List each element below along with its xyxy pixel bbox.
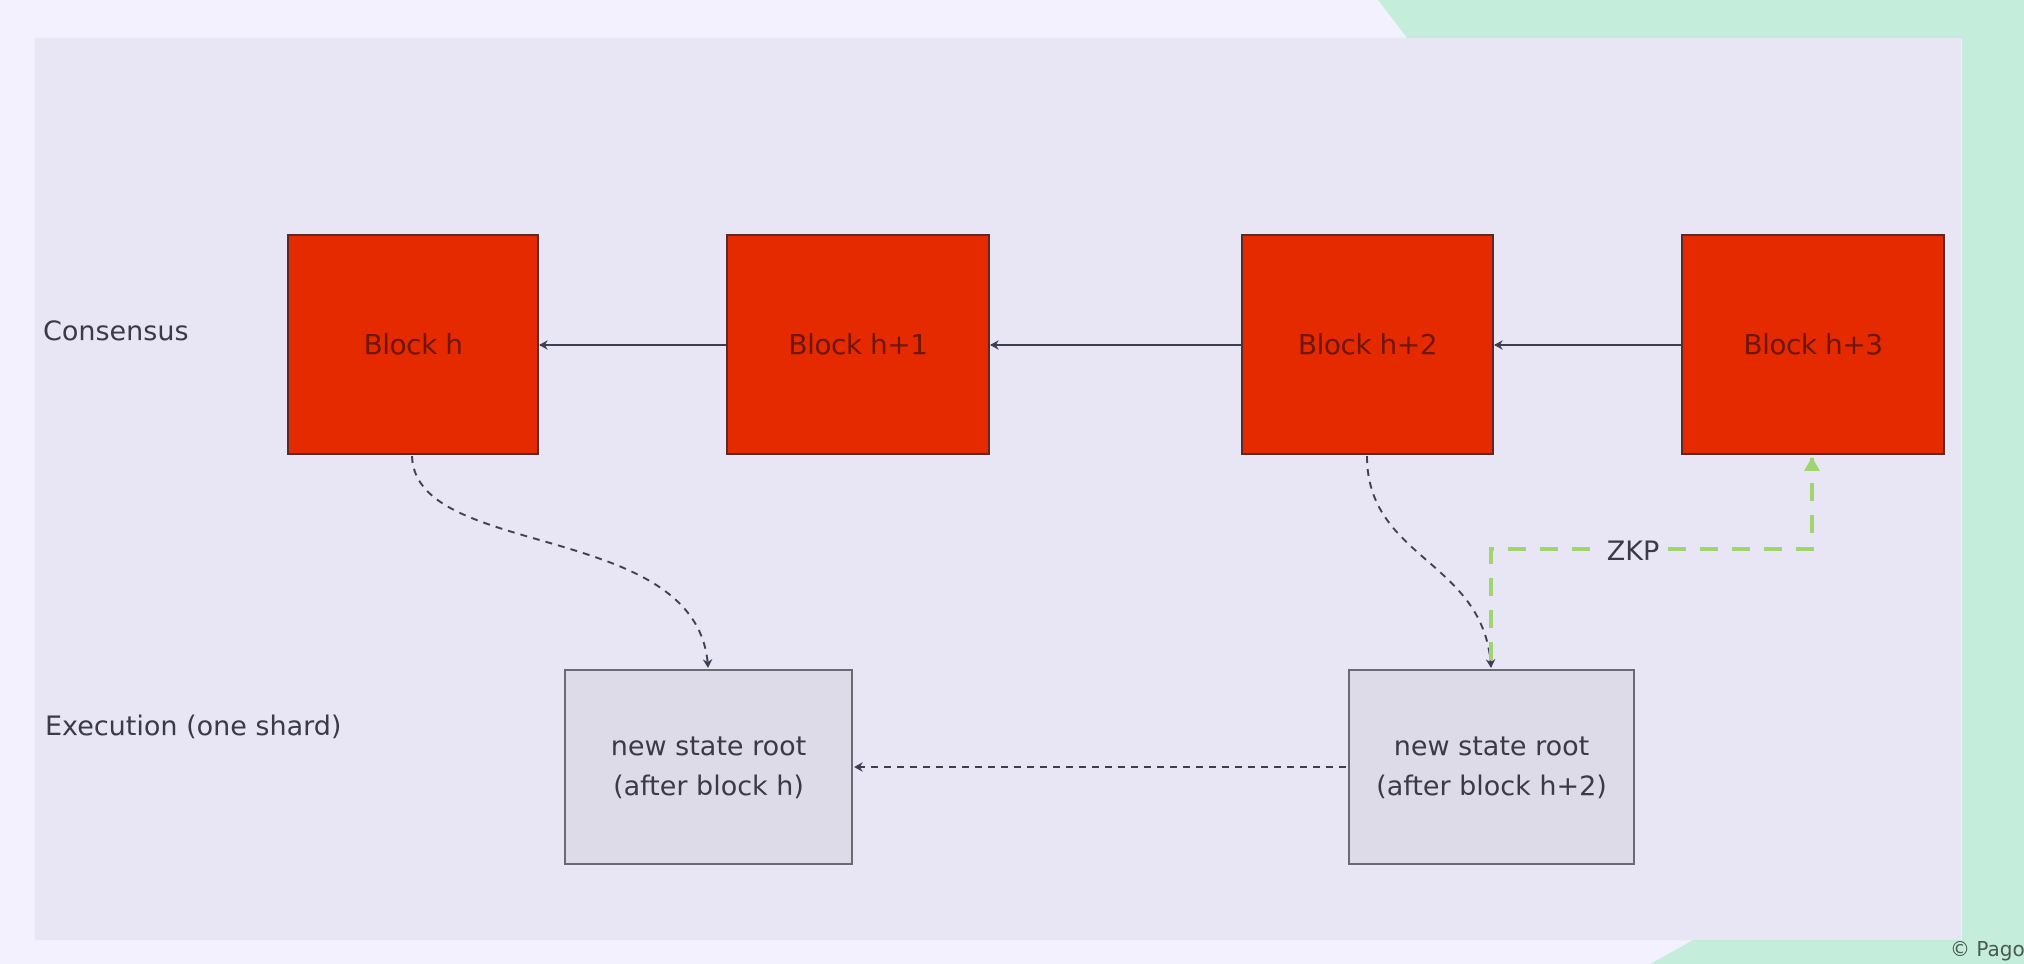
diagram-panel: [35, 38, 1961, 940]
execution-arrow-block-h: [411, 455, 713, 668]
zkp-label: ZKP: [1600, 535, 1666, 569]
state-root-line1: new state root: [610, 731, 807, 762]
block-h-plus-2: Block h+2: [1241, 234, 1494, 455]
state-root-line2: (after block h): [613, 771, 804, 802]
state-root-after-block-h: new state root (after block h): [564, 669, 853, 865]
block-h: Block h: [287, 234, 539, 455]
copyright-text: © Pago: [1950, 937, 2024, 961]
lane-label-execution: Execution (one shard): [45, 711, 342, 742]
state-root-line2: (after block h+2): [1376, 771, 1607, 802]
block-label: Block h+3: [1743, 328, 1883, 361]
state-root-line1: new state root: [1393, 731, 1590, 762]
block-label: Block h: [363, 328, 463, 361]
block-h-plus-3: Block h+3: [1681, 234, 1945, 455]
lane-label-consensus: Consensus: [43, 316, 189, 347]
block-label: Block h+1: [788, 328, 928, 361]
execution-arrow-block-h2: [1366, 455, 1496, 668]
block-label: Block h+2: [1297, 328, 1438, 361]
state-root-after-block-h2: new state root (after block h+2): [1348, 669, 1635, 865]
block-h-plus-1: Block h+1: [726, 234, 990, 455]
